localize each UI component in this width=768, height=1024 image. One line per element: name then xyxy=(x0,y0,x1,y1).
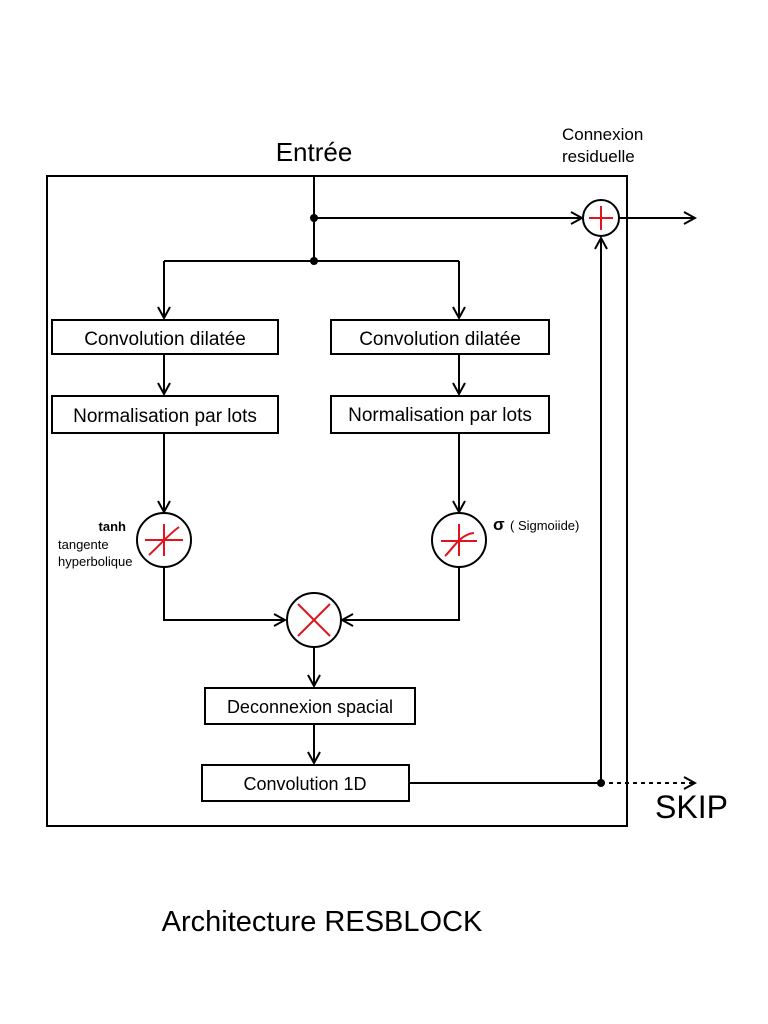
residual-add-operator xyxy=(582,199,620,237)
sigmoid-label: ( Sigmoiide) xyxy=(510,518,579,533)
spatial-dropout-box xyxy=(204,687,416,725)
right-batchnorm-label: Normalisation par lots xyxy=(348,405,532,426)
sigmoid-operator xyxy=(431,512,487,568)
multiply-operator xyxy=(286,592,342,648)
conv1d-box xyxy=(201,764,410,802)
resblock-frame xyxy=(46,175,628,827)
left-batchnorm-label: Normalisation par lots xyxy=(73,406,257,427)
spatial-dropout-label: Deconnexion spacial xyxy=(227,697,393,717)
input-label: Entrée xyxy=(276,137,353,167)
conv1d-label: Convolution 1D xyxy=(243,774,366,794)
sigma-symbol: σ xyxy=(493,515,505,534)
left-batchnorm-box xyxy=(51,395,279,434)
residual-label-line1: Connexion xyxy=(562,125,643,144)
tanh-label: tanh xyxy=(99,519,127,534)
right-dilated-conv-label: Convolution dilatée xyxy=(359,329,521,350)
right-batchnorm-box xyxy=(330,395,550,434)
sigmoid-to-multiply xyxy=(342,567,460,620)
residual-label-line2: residuelle xyxy=(562,147,635,166)
skip-label: SKIP xyxy=(655,789,728,825)
tanh-desc-line1: tangente xyxy=(58,537,109,552)
tanh-to-multiply xyxy=(163,567,285,620)
tanh-operator xyxy=(136,512,192,568)
caption: Architecture RESBLOCK xyxy=(162,906,483,938)
tanh-desc-line2: hyperbolique xyxy=(58,554,132,569)
right-dilated-conv-box xyxy=(330,319,550,355)
left-dilated-conv-label: Convolution dilatée xyxy=(84,329,246,350)
